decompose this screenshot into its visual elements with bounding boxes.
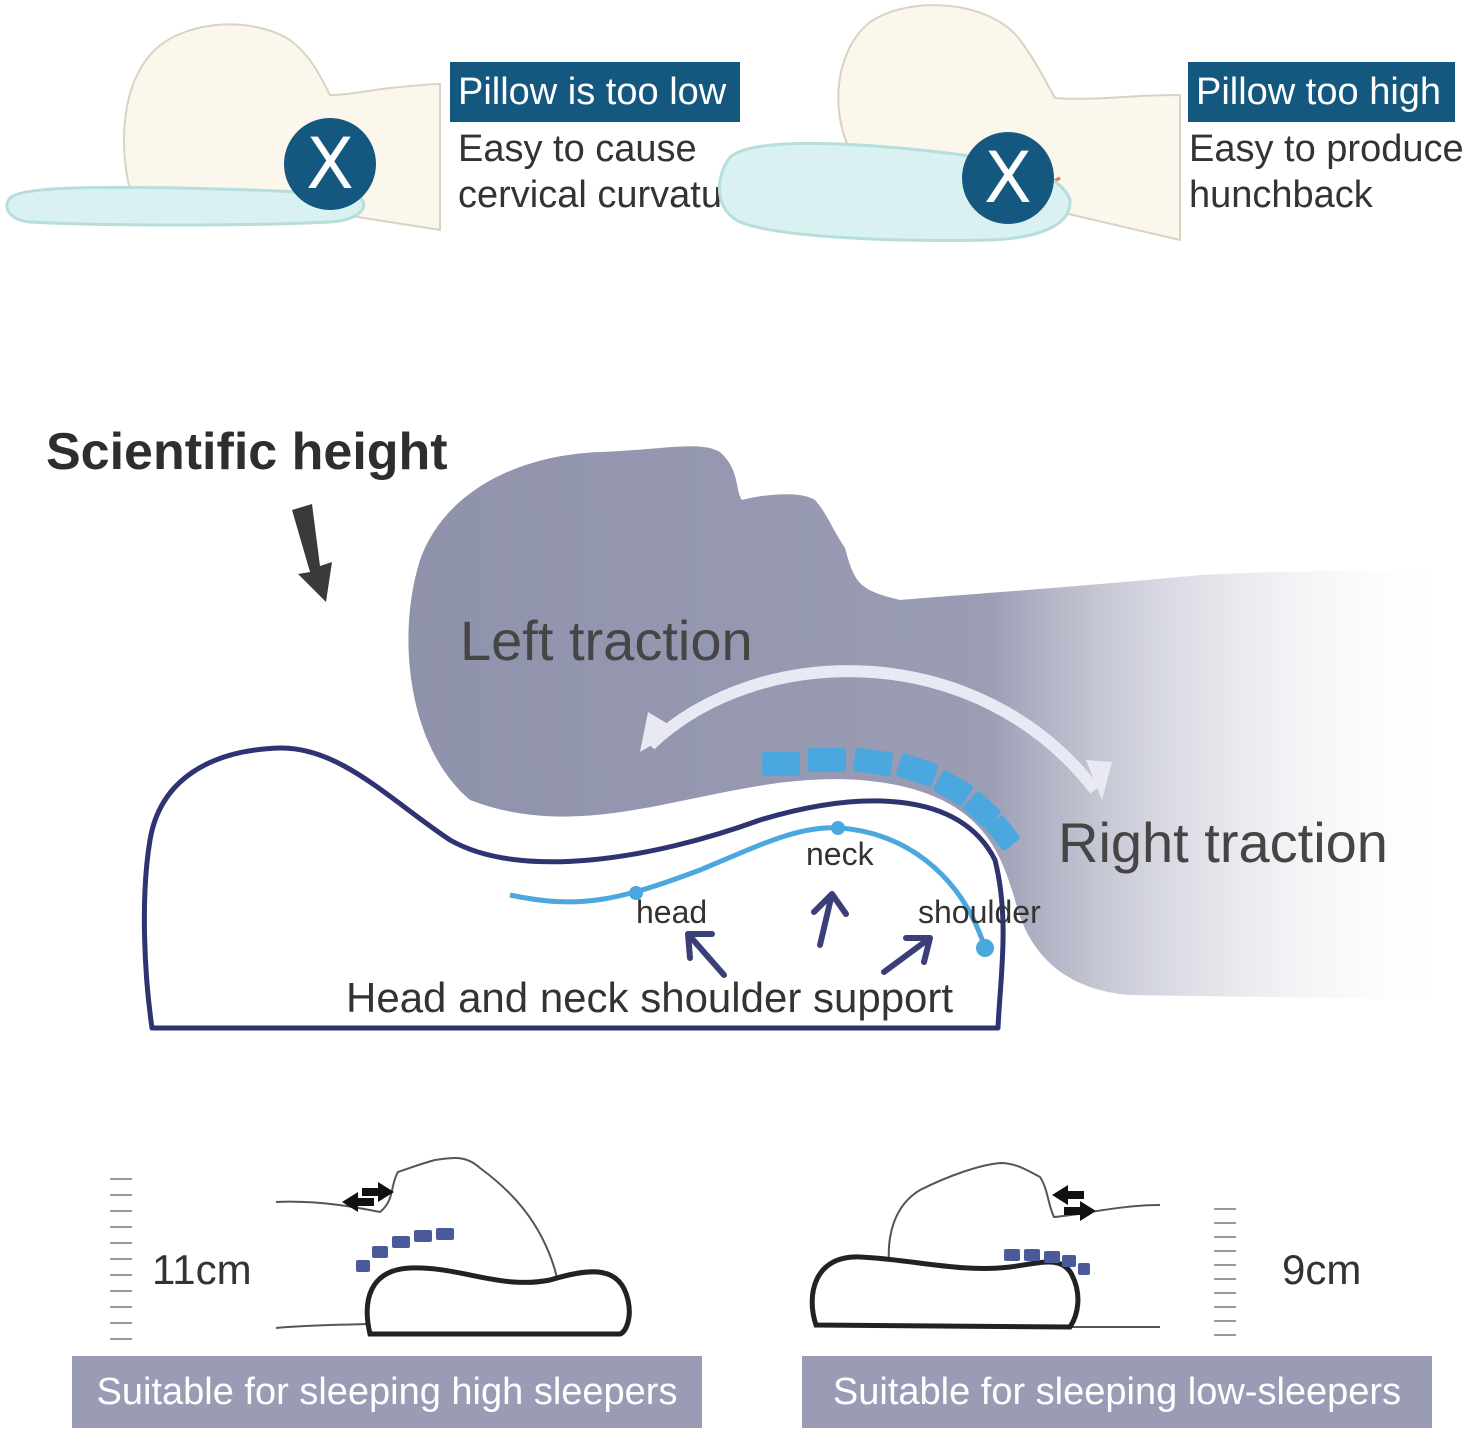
high-desc-line2: hunchback	[1189, 174, 1373, 216]
low-spine-vertebrae	[1004, 1249, 1090, 1275]
low-pillow-shape	[5, 185, 366, 227]
low-sleeper-pillow	[809, 1254, 1081, 1330]
high-tag: Pillow too high	[1188, 62, 1456, 122]
left-ruler-icon	[110, 1178, 132, 1340]
low-sleepers-banner: Suitable for sleeping low-sleepers	[802, 1356, 1432, 1428]
shoulder-label: shoulder	[918, 894, 1041, 930]
down-arrow-icon	[292, 504, 332, 602]
high-desc-line1: Easy to produce	[1189, 128, 1464, 170]
right-ruler-icon	[1214, 1208, 1236, 1336]
main-title: Scientific height	[46, 423, 448, 481]
low-x-mark-icon: X	[284, 118, 376, 210]
high-spine-vertebrae	[356, 1228, 454, 1272]
support-caption: Head and neck shoulder support	[346, 974, 954, 1021]
high-head-sketch	[837, 4, 1181, 242]
neck-point	[831, 821, 845, 835]
right-traction-label: Right traction	[1058, 811, 1388, 874]
high-x-mark-icon: X	[962, 132, 1054, 224]
high-sleeper-head	[275, 1156, 563, 1329]
shoulder-point	[976, 939, 994, 957]
pillow-outline	[141, 745, 1006, 1031]
support-arrow-icon	[685, 891, 933, 978]
high-sleeper-shoulder	[275, 1323, 367, 1329]
spine-vertebrae	[762, 747, 1020, 851]
head-label: head	[636, 894, 708, 930]
low-height-label: 9cm	[1282, 1246, 1362, 1293]
high-sleepers-banner: Suitable for sleeping high sleepers	[72, 1356, 702, 1428]
head-silhouette	[408, 446, 1460, 1001]
high-sleeper-pillow	[364, 1265, 632, 1337]
low-desc-line1: Easy to cause	[458, 128, 697, 170]
low-sleeper-illustration	[809, 1161, 1161, 1330]
high-height-label: 11cm	[152, 1246, 252, 1293]
low-desc-line2: cervical curvature	[458, 174, 756, 216]
left-traction-label: Left traction	[460, 609, 753, 672]
spine-support-curve	[509, 825, 988, 949]
high-sleeper-illustration	[275, 1156, 632, 1337]
curved-arrow-head-right	[1086, 760, 1112, 800]
low-double-arrow-icon	[1052, 1185, 1096, 1221]
main-silhouette-illustration	[141, 446, 1460, 1031]
curved-arrow-icon	[645, 665, 1100, 794]
neck-label: neck	[806, 836, 874, 872]
head-point	[629, 886, 643, 900]
low-tag: Pillow is too low	[450, 62, 741, 122]
curved-arrow-head-left	[640, 712, 678, 752]
high-double-arrow-icon	[342, 1182, 394, 1212]
